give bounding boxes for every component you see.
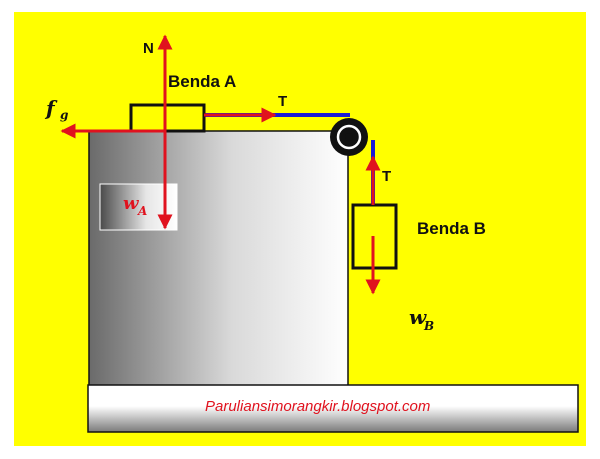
weight-a-label: w [123,193,140,214]
weight-a-label-sub: A [137,204,147,218]
body-a-block [129,103,206,133]
body-a-label: Benda A [168,72,236,91]
body-b-label: Benda B [417,219,486,238]
weight-b-label-sub: B [423,319,434,333]
tension-a-label: T [278,93,287,110]
friction-label-sub: g [60,108,68,122]
weight-b-label: w [409,305,427,329]
pulley-axle [345,133,353,141]
normal-force-label: N [143,40,154,57]
watermark-text: Paruliansimorangkir.blogspot.com [205,398,430,415]
floor-bar [87,384,579,433]
table-block [88,130,349,387]
friction-label: f [44,96,58,120]
tension-b-label: T [382,168,391,185]
pulley-ring [336,124,362,150]
